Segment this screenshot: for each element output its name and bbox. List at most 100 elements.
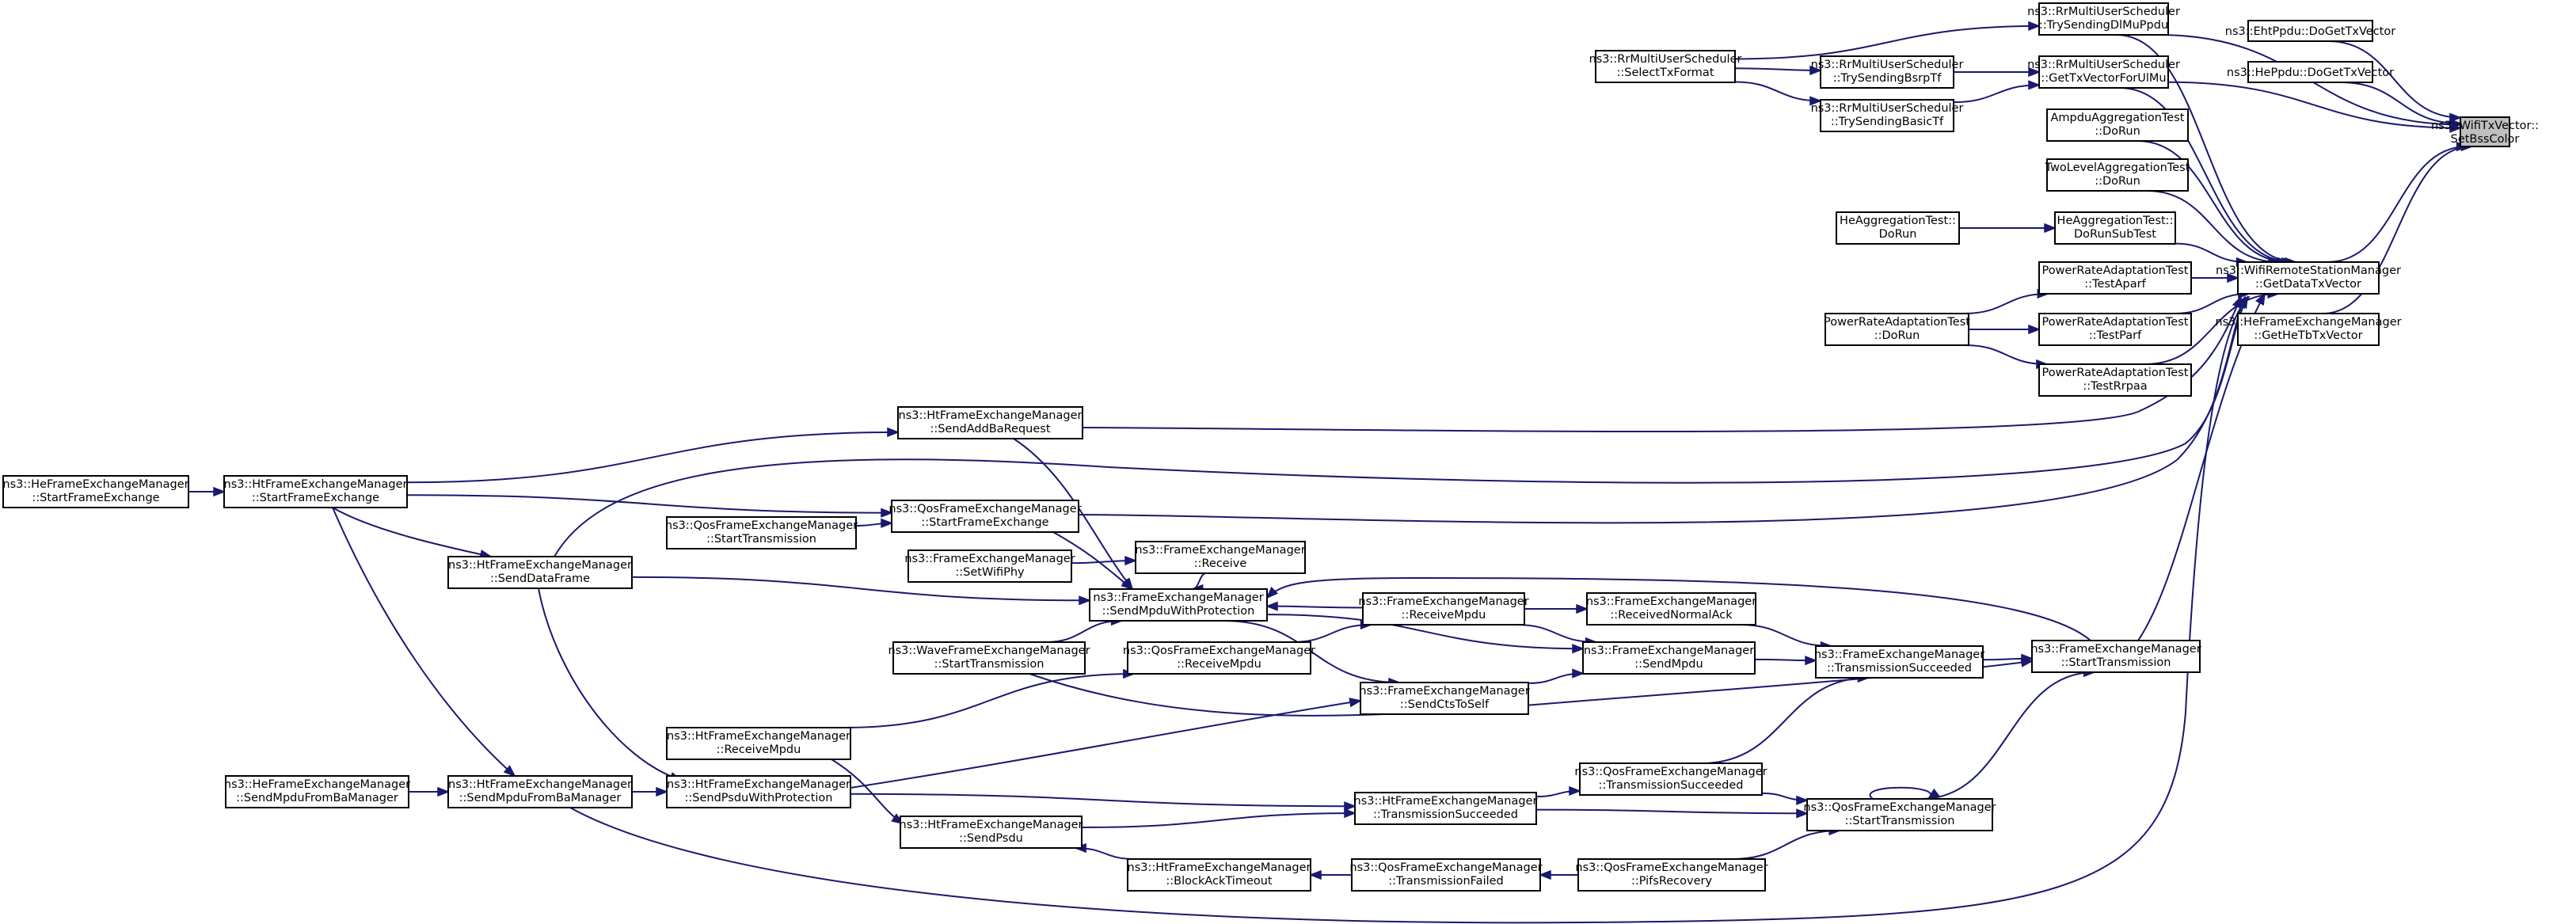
function-node[interactable]: ns3::QosFrameExchangeManager::StartFrame…: [888, 500, 1082, 533]
function-node[interactable]: ns3::HtFrameExchangeManager::SendMpduFro…: [447, 775, 633, 808]
function-node[interactable]: ns3::FrameExchangeManager::SendCtsToSelf: [1359, 682, 1530, 715]
function-node[interactable]: ns3::HtFrameExchangeManager::SendPsdu: [900, 816, 1083, 849]
node-box: [2237, 261, 2380, 295]
node-label: ::StartTransmission: [934, 658, 1044, 671]
node-label: ::SendMpduWithProtection: [1102, 605, 1255, 618]
function-node[interactable]: ns3::FrameExchangeManager::SendMpdu: [1582, 641, 1756, 675]
function-node[interactable]: ns3::QosFrameExchangeManager::Transmissi…: [1574, 762, 1767, 796]
function-node[interactable]: ns3::HeFrameExchangeManager::GetHeTbTxVe…: [2215, 313, 2402, 346]
function-node[interactable]: ns3::HePpdu::DoGetTxVector: [2227, 61, 2394, 83]
edge-line: [1734, 25, 2040, 60]
function-node[interactable]: ns3::HtFrameExchangeManager::ReceiveMpdu: [666, 727, 851, 760]
call-edge-n41-n33: [1921, 667, 2096, 800]
node-box: [447, 775, 633, 808]
function-node[interactable]: ns3::HtFrameExchangeManager::SendPsduWit…: [666, 775, 851, 808]
function-node[interactable]: HeAggregationTest::DoRunSubTest: [2054, 211, 2176, 245]
function-node[interactable]: ns3::FrameExchangeManager::SendMpduWithP…: [1089, 588, 1268, 622]
function-node[interactable]: TwoLevelAggregationTest::DoRun: [2045, 158, 2190, 192]
edge-arrowhead: [2449, 123, 2463, 133]
edge-line: [1081, 812, 1356, 829]
function-node[interactable]: AmpduAggregationTest::DoRun: [2046, 108, 2189, 142]
function-node[interactable]: ns3::RrMultiUserScheduler::TrySendingBas…: [1811, 99, 1964, 132]
function-node[interactable]: ns3::FrameExchangeManager::Receive: [1135, 541, 1306, 574]
call-edge-n37-n38: [631, 786, 669, 797]
call-edge-n37-n5: [569, 295, 2251, 924]
function-node[interactable]: PowerRateAdaptationTest::TestRrpaa: [2038, 363, 2192, 397]
function-node[interactable]: ns3::FrameExchangeManager::SetWifiPhy: [904, 549, 1075, 583]
edge-arrowhead: [1805, 656, 1818, 666]
node-label: ::TransmissionFailed: [1388, 875, 1504, 888]
function-node[interactable]: ns3::EhtPpdu::DoGetTxVector: [2225, 20, 2395, 42]
call-edge-n20-n18: [406, 427, 900, 484]
node-label: ::StartFrameExchange: [921, 516, 1048, 529]
edge-line: [2147, 190, 2279, 263]
function-node[interactable]: PowerRateAdaptationTest::TestParf: [2038, 313, 2192, 346]
function-node[interactable]: ns3::QosFrameExchangeManager::Transmissi…: [1349, 858, 1543, 892]
function-node[interactable]: ns3::HeFrameExchangeManager::SendMpduFro…: [224, 775, 410, 808]
function-node[interactable]: ns3::HtFrameExchangeManager::SendAddBaRe…: [897, 406, 1083, 439]
function-node[interactable]: ns3::RrMultiUserScheduler::TrySendingBsr…: [1811, 55, 1964, 89]
node-label: ::SendPsdu: [959, 832, 1023, 845]
function-node[interactable]: ns3::HtFrameExchangeManager::SendDataFra…: [447, 556, 633, 589]
node-label: ns3::RrMultiUserScheduler: [1589, 53, 1742, 66]
function-node[interactable]: ns3::WaveFrameExchangeManager::StartTran…: [888, 641, 1090, 675]
function-node[interactable]: PowerRateAdaptationTest::DoRun: [1824, 313, 1970, 346]
call-edge-n7-n9: [1734, 81, 1823, 106]
call-edge-n8-n4: [1954, 67, 2041, 78]
function-node[interactable]: ns3::FrameExchangeManager::TransmissionS…: [1814, 645, 1984, 679]
function-node[interactable]: ns3::QosFrameExchangeManager::PifsRecove…: [1575, 858, 1768, 892]
root-function-node[interactable]: ns3::WifiTxVector::SetBssColor: [2431, 116, 2539, 147]
call-edge-n39-n41: [1761, 792, 1809, 805]
call-edge-n41-n41: [1869, 786, 1940, 800]
function-node[interactable]: ns3::QosFrameExchangeManager::StartTrans…: [665, 516, 858, 549]
function-node[interactable]: ns3::HtFrameExchangeManager::StartFrameE…: [223, 475, 408, 508]
call-edge-n38-n34: [850, 698, 1363, 789]
call-edge-n43-n42: [1074, 842, 1135, 860]
function-node[interactable]: ns3::QosFrameExchangeManager::ReceiveMpd…: [1123, 641, 1315, 675]
node-label: ::ReceiveMpdu: [1177, 658, 1261, 671]
edge-line: [1291, 624, 1372, 643]
node-label: ns3::WaveFrameExchangeManager: [888, 645, 1090, 657]
node-box: [2046, 108, 2189, 142]
node-label: ::SendMpdu: [1634, 658, 1703, 671]
call-edge-n5-n0: [2327, 141, 2469, 263]
call-edge-n40-n39: [1535, 785, 1582, 798]
node-label: ::PifsRecovery: [1631, 875, 1713, 888]
node-box: [1127, 641, 1311, 675]
node-label: ::SendAddBaRequest: [930, 423, 1050, 435]
node-label: DoRun: [1879, 228, 1917, 241]
node-box: [2247, 20, 2373, 42]
node-box: [2038, 313, 2192, 346]
node-label: ::SendDataFrame: [490, 572, 590, 585]
edge-arrowhead: [1809, 96, 1823, 106]
function-node[interactable]: ns3::HtFrameExchangeManager::Transmissio…: [1354, 792, 1538, 825]
node-label: ns3::RrMultiUserScheduler: [2027, 6, 2180, 18]
node-label: ::StartTransmission: [2061, 656, 2171, 669]
function-node[interactable]: HeAggregationTest::DoRun: [1836, 211, 1960, 245]
call-edge-n17-n15: [1968, 324, 2041, 335]
edge-line: [1964, 293, 2049, 314]
function-node[interactable]: ns3::FrameExchangeManager::ReceivedNorma…: [1586, 592, 1756, 626]
function-node[interactable]: ns3::HeFrameExchangeManager::StartFrameE…: [2, 475, 189, 508]
function-node[interactable]: ns3::FrameExchangeManager::ReceiveMpdu: [1358, 592, 1529, 626]
function-node[interactable]: ns3::HtFrameExchangeManager::BlockAckTim…: [1127, 858, 1311, 892]
function-node[interactable]: ns3::RrMultiUserScheduler::SelectTxForma…: [1589, 50, 1742, 83]
node-box: [666, 775, 851, 808]
edge-line: [1731, 830, 1840, 860]
function-node[interactable]: ns3::RrMultiUserScheduler::TrySendingDlM…: [2027, 2, 2180, 36]
edge-arrowhead: [1344, 801, 1357, 812]
node-box: [2046, 158, 2189, 192]
node-label: ns3::HtFrameExchangeManager: [448, 778, 632, 791]
function-node[interactable]: ns3::RrMultiUserScheduler::GetTxVectorFo…: [2027, 55, 2180, 89]
node-box: [1089, 588, 1268, 622]
node-label: ::TransmissionSucceeded: [1599, 779, 1744, 792]
edge-arrowhead: [881, 508, 894, 518]
edge-line: [1701, 677, 1869, 764]
call-edge-n38-n40: [850, 793, 1357, 812]
function-node[interactable]: ns3::QosFrameExchangeManager::StartTrans…: [1803, 798, 1996, 831]
node-box: [1595, 50, 1736, 83]
function-node[interactable]: ns3::FrameExchangeManager::StartTransmis…: [2030, 640, 2201, 673]
function-node[interactable]: ns3::WifiRemoteStationManager::GetDataTx…: [2216, 261, 2401, 295]
function-node[interactable]: PowerRateAdaptationTest::TestAparf: [2038, 261, 2192, 295]
edge-arrowhead: [1265, 601, 1278, 611]
